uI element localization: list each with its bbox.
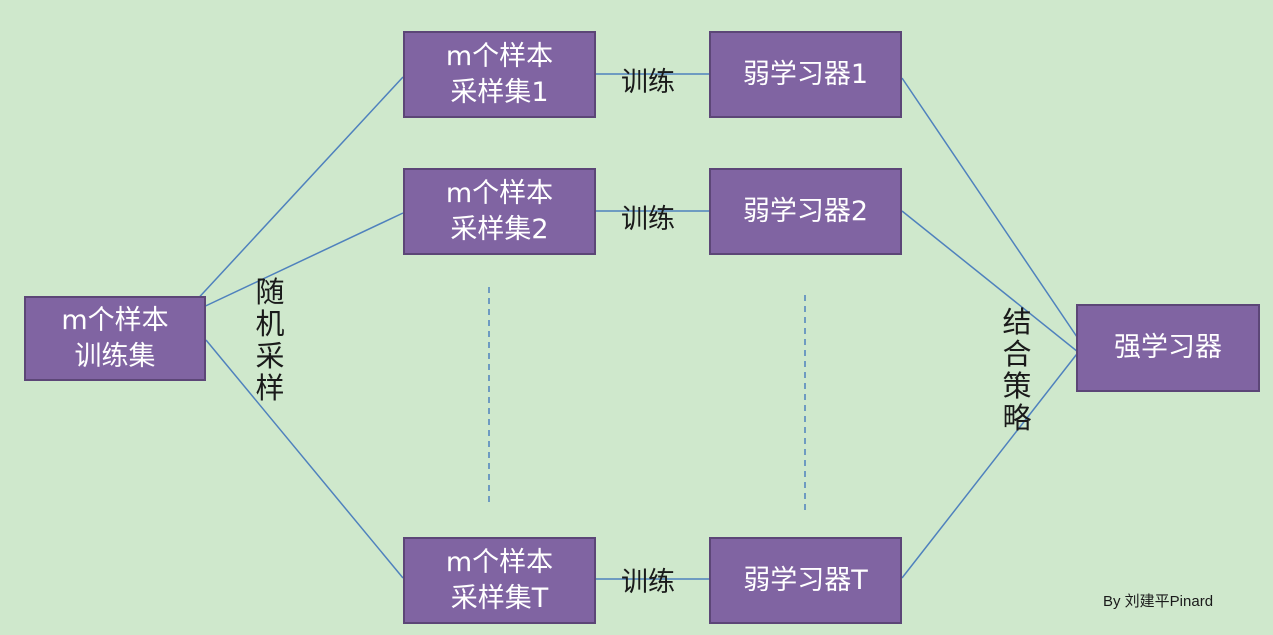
edge-weak-t-to-strong [901,349,1081,579]
edge-weak-1-to-strong [901,77,1099,369]
weak-learner-box-2: 弱学习器2 [709,168,902,255]
strong-learner-label: 强学习器 [1114,332,1222,363]
edge-weak-2-to-strong [901,210,1099,369]
train-label-t: 训练 [621,567,675,598]
train-label-1: 训练 [621,67,675,98]
sample-set-2-line1: m个样本 [445,177,554,209]
sample-set-box-1: m个样本 采样集1 [403,31,596,118]
train-label-2: 训练 [621,204,675,235]
sample-set-box-t: m个样本 采样集T [403,537,596,624]
training-set-line2: 训练集 [74,340,156,372]
author-credit: By 刘建平Pinard [1103,593,1214,610]
edge-source-to-sample-2 [179,212,404,319]
weak-learner-1-label: 弱学习器1 [742,58,869,90]
edge-source-to-sample-1 [179,76,404,319]
sample-set-t-line2: 采样集T [450,582,549,614]
training-set-box: m个样本 训练集 [24,296,206,381]
combine-strategy-label: 结合策略 [1002,305,1032,435]
weak-learner-box-t: 弱学习器T [709,537,902,624]
sample-set-1-line2: 采样集1 [450,76,549,108]
sample-set-1-line1: m个样本 [445,40,554,72]
training-set-line1: m个样本 [61,304,169,336]
sample-set-t-line1: m个样本 [445,546,554,578]
weak-learner-t-label: 弱学习器T [743,564,868,596]
random-sampling-label: 随机采样 [255,275,285,405]
sample-set-2-line2: 采样集2 [450,213,549,245]
weak-learner-box-1: 弱学习器1 [709,31,902,118]
weak-learner-2-label: 弱学习器2 [742,195,869,227]
sample-set-box-2: m个样本 采样集2 [403,168,596,255]
strong-learner-box: 强学习器 [1076,304,1260,392]
edge-source-to-sample-t [205,339,404,579]
